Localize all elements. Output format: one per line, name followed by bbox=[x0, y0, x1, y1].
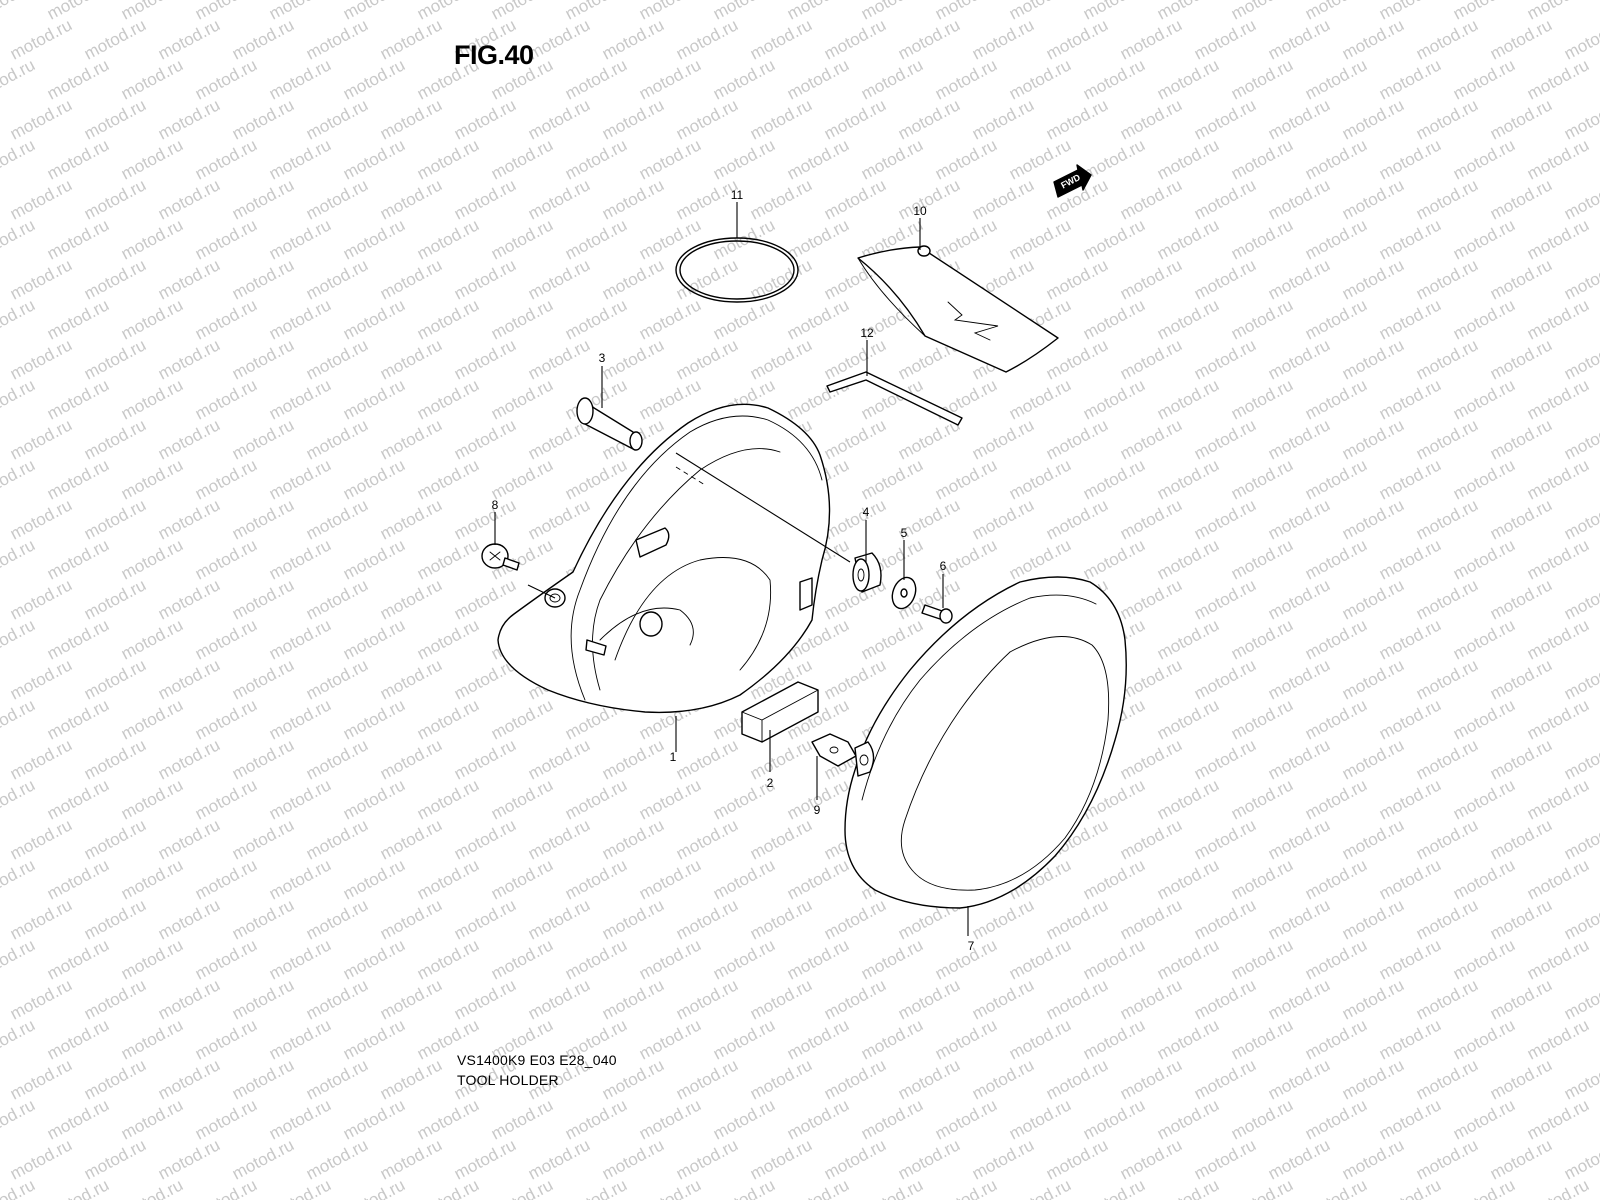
part-5-washer bbox=[891, 576, 917, 610]
callout-8: 8 bbox=[492, 498, 499, 512]
part-2-cushion bbox=[741, 681, 819, 743]
part-12-hex-wrench bbox=[826, 371, 963, 426]
part-6-bolt bbox=[921, 604, 953, 624]
callout-5: 5 bbox=[901, 526, 908, 540]
model-code: VS1400K9 E03 E28_040 bbox=[457, 1052, 617, 1068]
leader-lines bbox=[494, 202, 969, 936]
part-3-collar bbox=[576, 397, 643, 451]
part-10-tool-bag bbox=[857, 245, 1059, 373]
section-name: TOOL HOLDER bbox=[457, 1072, 559, 1088]
part-11-ring bbox=[675, 237, 799, 303]
callout-2: 2 bbox=[767, 776, 774, 790]
callout-11: 11 bbox=[731, 188, 744, 202]
callout-12: 12 bbox=[860, 326, 874, 340]
callout-10: 10 bbox=[913, 204, 927, 218]
part-4-grommet bbox=[852, 552, 882, 593]
fwd-arrow-icon: FWD bbox=[1053, 164, 1092, 198]
callout-4: 4 bbox=[863, 505, 870, 519]
callout-1: 1 bbox=[670, 750, 677, 764]
part-8-screw bbox=[481, 543, 520, 571]
callout-6: 6 bbox=[940, 559, 947, 573]
callout-9: 9 bbox=[814, 803, 821, 817]
part-7-cover bbox=[844, 576, 1127, 909]
figure-title: FIG.40 bbox=[454, 40, 534, 70]
callout-3: 3 bbox=[599, 351, 606, 365]
part-9-clip bbox=[811, 733, 857, 767]
callout-7: 7 bbox=[968, 939, 975, 953]
part-1-tool-holder bbox=[497, 403, 831, 714]
